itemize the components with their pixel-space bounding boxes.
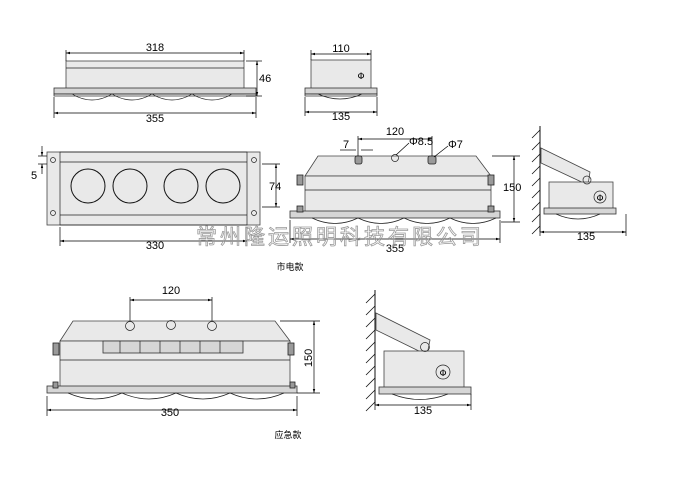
dim-350-emergency: 350 bbox=[46, 396, 298, 419]
dim-120-emergency-label: 120 bbox=[162, 285, 180, 297]
lamp-head-2 bbox=[112, 168, 148, 204]
dim-74-label: 74 bbox=[269, 181, 281, 193]
dim-135-emergency-label: 135 bbox=[414, 405, 432, 417]
hole-callout-8-5: Φ8.5 bbox=[409, 136, 433, 148]
top-side-view bbox=[53, 60, 257, 101]
dim-5-label: 5 bbox=[31, 170, 37, 182]
dim-318-label: 318 bbox=[146, 42, 164, 54]
dim-355-mains-label: 355 bbox=[386, 243, 404, 255]
mains-side-view bbox=[289, 154, 501, 224]
dim-355-top: 355 bbox=[53, 97, 257, 125]
emergency-mount-switch-symbol: Φ bbox=[439, 369, 446, 379]
callouts-holes: 7 Φ8.5 Φ7 bbox=[340, 136, 463, 158]
dim-110-label: 110 bbox=[332, 43, 350, 55]
hole-callout-7a: 7 bbox=[343, 139, 349, 151]
mount-switch-symbol: Φ bbox=[596, 194, 603, 204]
emergency-wall-mount: Φ bbox=[365, 290, 472, 412]
lamp-head-3 bbox=[163, 168, 199, 204]
dim-120-mains-label: 120 bbox=[386, 126, 404, 138]
dim-135-mains-label: 135 bbox=[577, 231, 595, 243]
lamp-head-1 bbox=[70, 168, 106, 204]
dim-135-mains: 135 bbox=[539, 214, 627, 243]
front-view bbox=[46, 151, 261, 226]
dim-135-end-label: 135 bbox=[332, 111, 350, 123]
dim-135-emergency: 135 bbox=[374, 394, 472, 417]
mains-wall-mount: Φ bbox=[531, 126, 617, 235]
dim-355-top-label: 355 bbox=[146, 113, 164, 125]
dim-46: 46 bbox=[246, 60, 271, 97]
dim-318: 318 bbox=[65, 42, 245, 61]
dim-150-emergency: 150 bbox=[280, 320, 320, 394]
dim-120-mains: 120 bbox=[357, 126, 433, 156]
mains-model-caption: 市电款 bbox=[276, 261, 303, 273]
end-view-switch-symbol: Φ bbox=[357, 72, 364, 82]
dim-74: 74 bbox=[262, 163, 281, 208]
emergency-side-view bbox=[46, 320, 298, 400]
end-view: Φ bbox=[304, 59, 378, 100]
dim-135-end: 135 bbox=[304, 97, 378, 123]
dim-330: 330 bbox=[59, 227, 248, 252]
emergency-model-caption: 应急款 bbox=[274, 429, 301, 441]
dim-46-label: 46 bbox=[259, 73, 271, 85]
dim-350-emergency-label: 350 bbox=[161, 407, 179, 419]
dim-110: 110 bbox=[310, 43, 372, 60]
dim-150-mains-label: 150 bbox=[503, 182, 521, 194]
dim-150-emergency-label: 150 bbox=[303, 349, 315, 367]
company-watermark: 常州隆运照明科技有限公司 bbox=[196, 225, 484, 249]
dim-120-emergency: 120 bbox=[129, 285, 213, 321]
dim-150-mains: 150 bbox=[492, 155, 521, 223]
dim-5: 5 bbox=[31, 146, 47, 182]
dim-330-label: 330 bbox=[146, 240, 164, 252]
hole-callout-7b: Φ7 bbox=[448, 139, 463, 151]
dim-355-mains: 355 bbox=[289, 220, 501, 255]
lamp-head-4 bbox=[205, 168, 241, 204]
